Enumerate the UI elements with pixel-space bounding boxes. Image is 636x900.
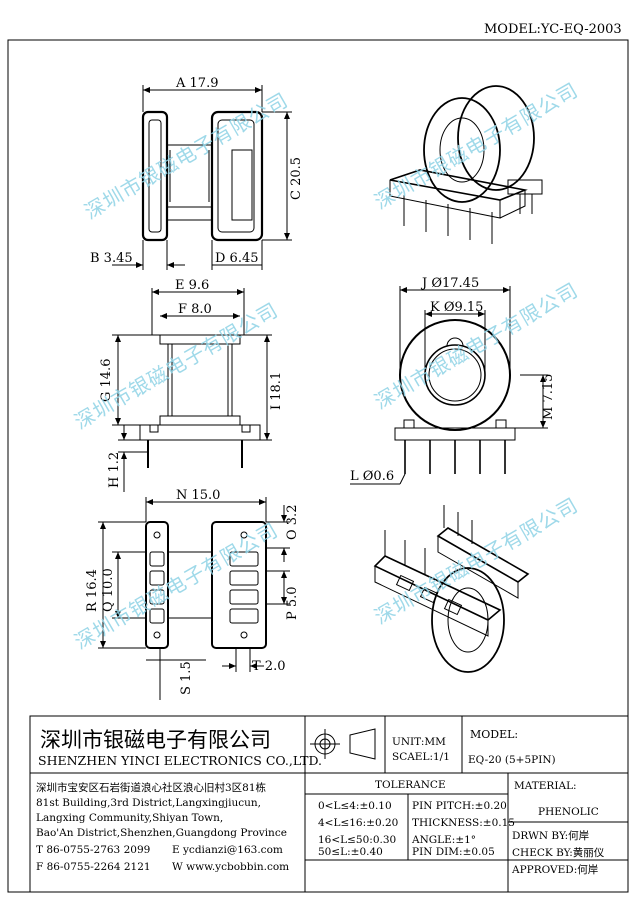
dim-M: M 7.15 (541, 374, 556, 420)
tol-2: 4<L≤16:±0.20 (318, 817, 399, 829)
drawn-by: DRWN BY:何岸 (512, 830, 590, 842)
tol-1: 0<L≤4:±0.10 (318, 800, 392, 812)
dim-B: B 3.45 (90, 251, 133, 266)
dim-S: S 1.5 (179, 661, 194, 695)
tol-angle: ANGLE:±1° (412, 834, 477, 846)
tol-pin-pitch: PIN PITCH:±0.20 (412, 800, 507, 812)
model-value: EQ-20 (5+5PIN) (468, 754, 556, 766)
dim-A: A 17.9 (175, 76, 218, 91)
view-side (394, 319, 548, 474)
dim-E: E 9.6 (175, 278, 209, 293)
dim-P: P 5.0 (285, 586, 300, 620)
dims-front-view (112, 288, 272, 492)
projection-symbol (310, 728, 376, 760)
dim-I: I 18.1 (269, 372, 284, 410)
tol-3: 16<L≤50:0.30 (318, 834, 397, 846)
unit: UNIT:MM (392, 736, 446, 748)
company-name-cn: 深圳市银磁电子有限公司 (40, 728, 271, 752)
model-label: MODEL: (470, 728, 519, 741)
model-header: MODEL:YC-EQ-2003 (484, 22, 622, 37)
tel: T 86-0755-2763 2099 (36, 844, 151, 856)
address-en-3: Bao'An District,Shenzhen,Guangdong Provi… (36, 827, 287, 839)
dim-D: D 6.45 (215, 251, 259, 266)
dim-T: T 2.0 (252, 659, 285, 674)
dim-Q: Q 10.0 (101, 568, 116, 612)
dims-top-view (112, 85, 292, 270)
dim-R: R 16.4 (85, 569, 100, 612)
dim-H: H 1.2 (107, 452, 122, 488)
approved-by: APPROVED:何岸 (512, 864, 599, 876)
tolerance-label: TOLERANCE (375, 779, 446, 791)
view-front (139, 334, 261, 468)
dim-F: F 8.0 (178, 302, 212, 317)
checked-by: CHECK BY:黄丽仪 (512, 847, 605, 859)
scale: SCAEL:1/1 (392, 751, 450, 763)
dim-O: O 3.2 (285, 505, 300, 540)
website: W www.ycbobbin.com (172, 861, 290, 873)
company-name-en: SHENZHEN YINCI ELECTRONICS CO.,LTD. (38, 753, 323, 768)
tol-pin-dim: PIN DIM:±0.05 (412, 846, 495, 858)
dim-K: K Ø9.15 (430, 300, 483, 315)
dims-bottom-view (98, 497, 290, 700)
dims-side-view (350, 286, 548, 485)
title-block-lines (29, 715, 629, 893)
fax: F 86-0755-2264 2121 (36, 861, 151, 873)
tol-thickness: THICKNESS:±0.15 (412, 817, 515, 829)
material-value: PHENOLIC (538, 806, 599, 818)
view-top-flanges (141, 110, 264, 242)
dim-J: J Ø17.45 (420, 276, 479, 291)
iso-view-upper (389, 85, 543, 244)
address-en-1: 81st Building,3rd District,Langxingjiucu… (36, 797, 261, 809)
view-bottom (145, 521, 267, 649)
material-label: MATERIAL: (514, 780, 577, 792)
iso-view-lower (373, 505, 530, 673)
dim-L: L Ø0.6 (350, 469, 394, 484)
address-cn: 深圳市宝安区石岩街道浪心社区浪心旧村3区81栋 (36, 782, 267, 794)
email: E ycdianzi@163.com (172, 844, 283, 856)
address-en-2: Langxing Community,Shiyan Town, (36, 812, 224, 824)
tol-4: 50≤L:±0.40 (318, 846, 383, 858)
dim-G: G 14.6 (99, 359, 114, 402)
dim-N: N 15.0 (176, 488, 220, 503)
dim-C: C 20.5 (289, 157, 304, 200)
